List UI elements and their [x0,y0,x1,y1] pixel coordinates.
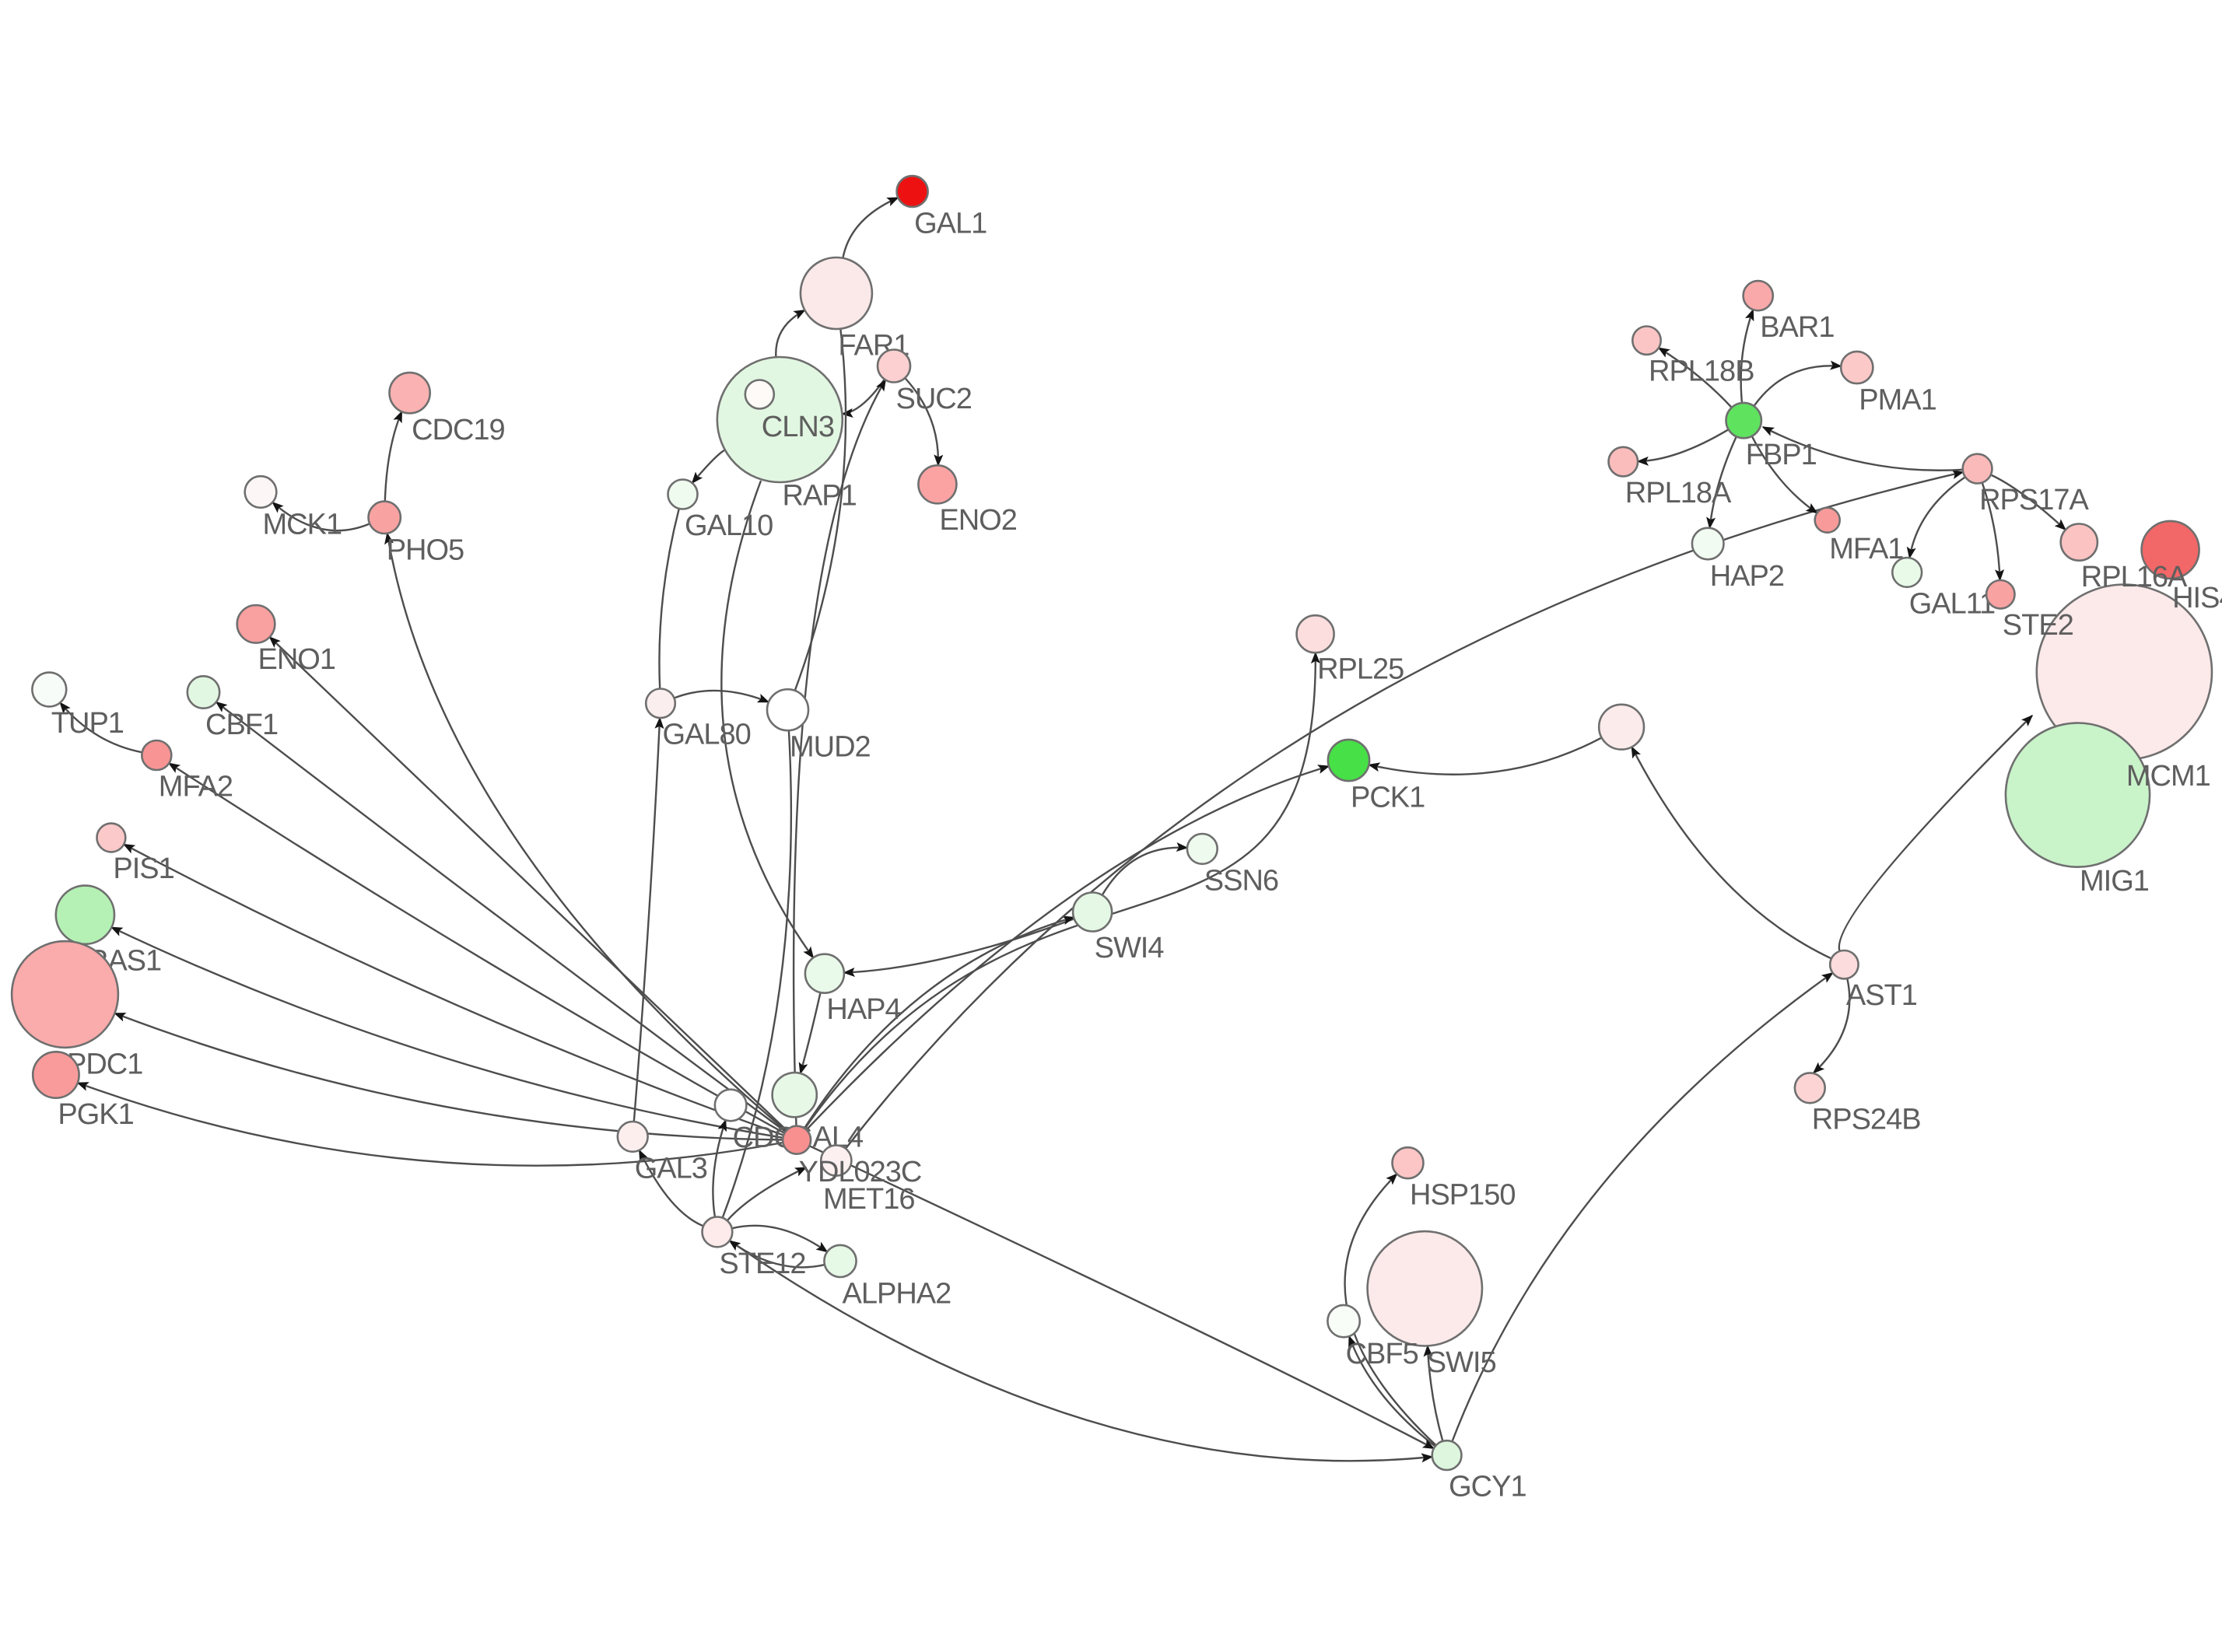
svg-text:STE12: STE12 [719,1248,805,1280]
svg-text:GAL1: GAL1 [914,208,987,240]
svg-text:RPL18A: RPL18A [1625,477,1732,509]
svg-text:PIS1: PIS1 [113,852,173,885]
svg-text:PMA1: PMA1 [1859,384,1936,417]
svg-text:STE2: STE2 [2003,609,2073,642]
svg-text:HAP4: HAP4 [826,993,901,1026]
svg-text:GCY1: GCY1 [1449,1471,1526,1503]
svg-text:SWI5: SWI5 [1427,1346,1496,1379]
svg-text:CBF1: CBF1 [205,709,278,741]
svg-text:RPS24B: RPS24B [1812,1104,1921,1136]
svg-text:PGK1: PGK1 [58,1098,133,1131]
svg-text:GAL80: GAL80 [663,719,751,751]
svg-text:MFA2: MFA2 [159,771,233,803]
svg-text:RPL16A: RPL16A [2081,561,2188,593]
svg-text:MUD2: MUD2 [790,731,871,764]
svg-text:MCK1: MCK1 [263,508,342,541]
svg-text:RPL18B: RPL18B [1649,355,1754,387]
svg-text:GAL10: GAL10 [685,509,773,542]
svg-text:CLN3: CLN3 [762,411,834,443]
svg-text:CDC19: CDC19 [412,414,505,446]
svg-text:SWI4: SWI4 [1095,932,1165,964]
svg-text:MFA1: MFA1 [1829,533,1903,565]
svg-text:ENO2: ENO2 [939,504,1016,537]
svg-text:YDL023C: YDL023C [799,1156,922,1188]
svg-text:ALPHA2: ALPHA2 [843,1278,952,1311]
svg-text:GAL11: GAL11 [1909,587,1995,620]
svg-text:ENO1: ENO1 [258,643,335,676]
svg-text:RPS17A: RPS17A [1979,484,2089,516]
svg-text:MCM1: MCM1 [2126,760,2210,793]
svg-text:MET16: MET16 [823,1183,914,1216]
svg-text:SUC2: SUC2 [896,383,972,415]
svg-text:AST1: AST1 [1846,979,1917,1012]
svg-text:HAP2: HAP2 [1710,560,1784,593]
svg-text:PCK1: PCK1 [1351,782,1425,814]
svg-text:RAP1: RAP1 [783,480,857,513]
svg-text:HIS4: HIS4 [2172,582,2222,614]
svg-text:PHO5: PHO5 [387,534,464,567]
svg-text:MIG1: MIG1 [2080,865,2149,898]
svg-text:SSN6: SSN6 [1204,864,1278,897]
svg-text:FBP1: FBP1 [1746,439,1817,471]
svg-text:CBF5: CBF5 [1346,1338,1418,1370]
svg-text:TUP1: TUP1 [51,707,124,740]
svg-text:HSP150: HSP150 [1410,1179,1516,1212]
svg-text:BAR1: BAR1 [1760,311,1834,344]
svg-text:RPL25: RPL25 [1317,653,1404,686]
svg-text:GAL3: GAL3 [635,1152,707,1185]
